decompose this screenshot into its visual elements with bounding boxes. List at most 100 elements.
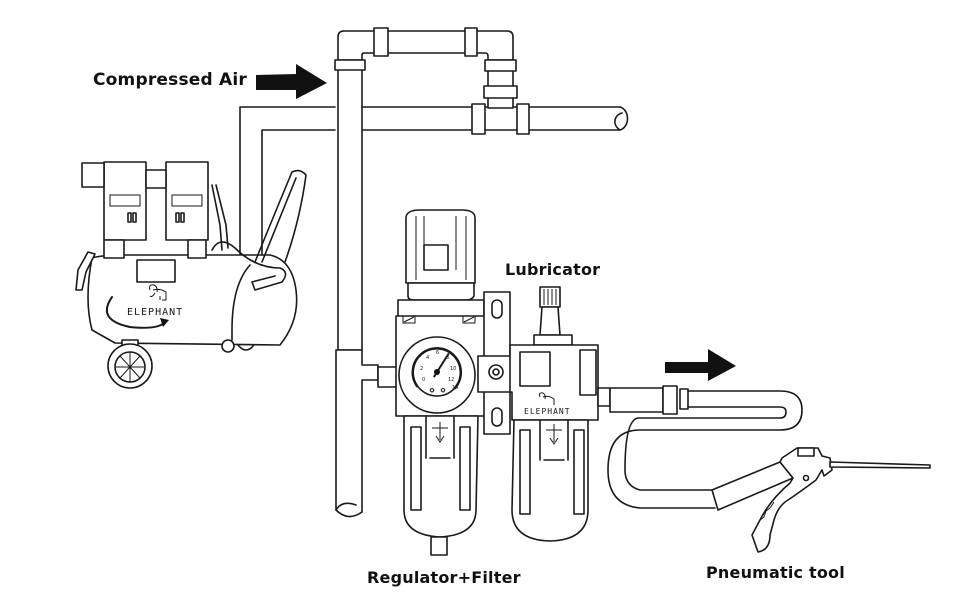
gauge-tick-label: 12 (448, 377, 454, 383)
connector-screw-inner (492, 368, 500, 376)
bowl-guard (425, 415, 455, 459)
drain-plug (430, 536, 448, 556)
compressor-tank (87, 254, 298, 346)
gauge-tick-label: 2 (420, 366, 423, 372)
discharge-tube (211, 184, 223, 251)
tool-body (751, 447, 833, 553)
pneumatic-tool-label: Pneumatic tool (706, 563, 845, 582)
gauge-tick-label: 14 (452, 385, 458, 391)
elephant-icon (538, 392, 555, 405)
lubricator-bowl (511, 419, 589, 542)
gauge-units (429, 388, 446, 393)
bowl-slot-right (573, 429, 585, 515)
tool-top-button (797, 447, 815, 457)
gauge-tick-label: 10 (450, 366, 456, 372)
top-loop (337, 30, 514, 63)
head-vent (180, 212, 185, 223)
motor-bridge (145, 169, 167, 189)
main-pipe-end (614, 106, 629, 131)
bracket-slot (491, 407, 503, 427)
pressure-line (231, 264, 251, 341)
riser-pipe (337, 59, 363, 351)
deflector-icon (432, 422, 448, 443)
air-compressor: ELEPHANT (75, 161, 307, 389)
blow-nozzle (829, 461, 931, 469)
hose-fitting (609, 387, 664, 413)
knob-ridges (415, 216, 467, 280)
coupler (464, 27, 478, 57)
head-vent (127, 212, 132, 223)
compressor-hose-wrap (211, 241, 287, 291)
hose-outer (607, 390, 803, 509)
rotation-arrowhead (160, 318, 169, 327)
coupler (471, 103, 486, 135)
coupler (516, 103, 530, 135)
supply-pipe (239, 106, 336, 261)
supply-pipe-inner (261, 129, 336, 256)
knob-collar (407, 282, 475, 301)
regulator-filter-unit: 0 2 4 6 8 10 12 14 (395, 209, 489, 556)
head-vent (132, 212, 137, 223)
coupler (334, 59, 366, 71)
compressor-hose-inner (261, 177, 297, 263)
gauge-tick-label: 6 (436, 350, 439, 356)
trigger-serration (759, 501, 775, 521)
wheel-spokes (116, 352, 144, 382)
intake (81, 162, 105, 188)
label-plate (136, 259, 176, 283)
regulator-filter-label: Regulator+Filter (367, 568, 521, 587)
rotation-arrow (106, 296, 166, 329)
hose-fitting-collar (662, 385, 678, 415)
lubricator-cap (533, 334, 573, 346)
lubricator-side (579, 349, 597, 396)
bowl-slot-left (519, 429, 531, 515)
motor-head-right (165, 161, 209, 241)
head-detail (109, 194, 141, 207)
gauge-tick-label: 0 (422, 377, 425, 383)
gauge-tick-label: 4 (426, 355, 429, 361)
compressor-logo: ELEPHANT (127, 284, 183, 318)
pneumatic-tool (711, 447, 931, 553)
tool-pivot (802, 474, 810, 482)
discharge-tube-2 (215, 184, 229, 249)
lubricator-window (519, 351, 551, 387)
screw (462, 315, 476, 324)
hose-inner (624, 406, 787, 491)
head-vent (175, 212, 180, 223)
pipe-network (239, 27, 629, 518)
riser-lower (335, 349, 379, 518)
knob-window (423, 244, 449, 271)
coupler (483, 85, 518, 99)
elephant-icon (149, 284, 167, 301)
compressor-brand-text: ELEPHANT (127, 307, 183, 318)
lubricator-stem (539, 306, 561, 336)
compressed-air-arrow (256, 64, 327, 99)
bowl-slot-right (459, 426, 471, 511)
tank-handle-left (75, 251, 96, 291)
motor-head-left (103, 161, 147, 241)
gauge-scale (411, 347, 462, 390)
compressed-air-label: Compressed Air (93, 70, 247, 90)
knob-grip (543, 289, 557, 305)
lubricator-brand-text: ELEPHANT (524, 407, 571, 416)
lubricator-unit: ELEPHANT (509, 286, 611, 542)
outlet-nipple (597, 387, 611, 407)
tank-foot (237, 344, 255, 351)
screw (402, 315, 416, 324)
riser-cut (335, 502, 357, 511)
coupler (484, 59, 517, 72)
lubricator-label: Lubricator (505, 260, 601, 279)
coupler (373, 27, 389, 57)
deflector-icon (546, 424, 562, 445)
gauge-tick-label: 8 (446, 355, 449, 361)
lubricator-logo: ELEPHANT (524, 392, 571, 416)
head-detail (171, 194, 203, 207)
output-flow-arrow (665, 349, 736, 381)
motor-base-left (103, 239, 125, 259)
lubricator-knob (539, 286, 561, 308)
gauge-hub (434, 369, 440, 375)
bracket-slot (491, 299, 503, 319)
drain-valve (221, 339, 235, 353)
pressure-gauge: 0 2 4 6 8 10 12 14 (398, 336, 476, 414)
